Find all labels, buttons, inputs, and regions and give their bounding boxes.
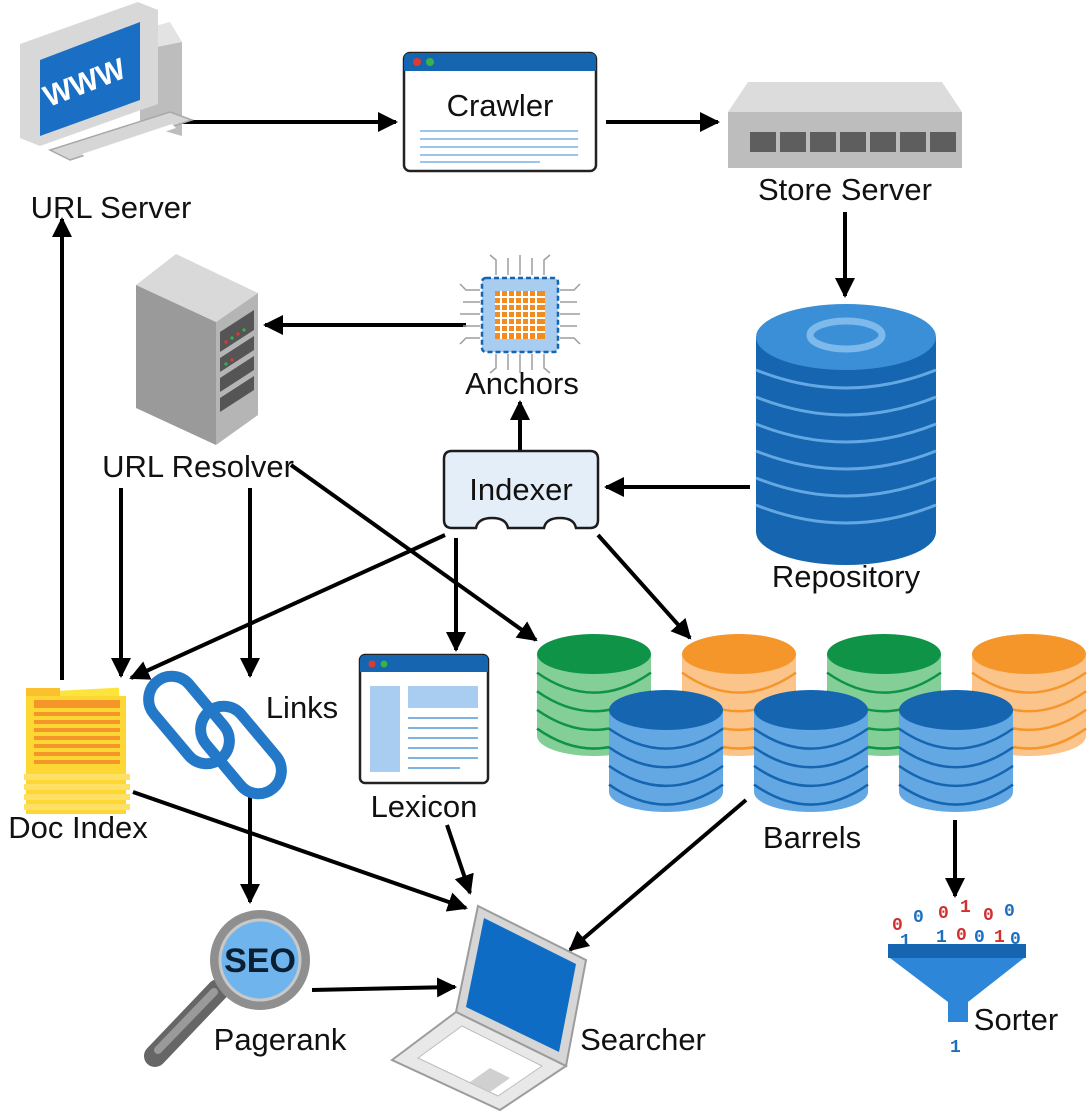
url-server-node[interactable]: WWW URL Server: [20, 2, 195, 225]
edge-indexer-to-barrels: [596, 533, 692, 640]
barrel-blue-2-icon: [753, 690, 869, 812]
crawler-node[interactable]: Crawler: [402, 51, 598, 173]
edge-doc-index-to-searcher: [132, 790, 468, 912]
document-stack-icon: [24, 687, 130, 814]
sorter-node[interactable]: 0 0 0 1 0 0 1 1 0 0 1 0 1 Sorter: [888, 898, 1058, 1058]
pagerank-label: Pagerank: [214, 1022, 347, 1057]
svg-text:0: 0: [983, 906, 994, 926]
laptop-icon: [390, 904, 588, 1112]
svg-text:1: 1: [950, 1038, 961, 1058]
anchors-node[interactable]: Anchors: [459, 254, 581, 401]
edges: [52, 112, 965, 998]
url-server-label: URL Server: [31, 190, 192, 225]
magnifier-icon: SEO: [144, 910, 310, 1067]
searcher-label: Searcher: [580, 1022, 706, 1057]
network-switch-icon: [728, 82, 962, 168]
chain-link-icon: [143, 670, 287, 800]
doc-index-label: Doc Index: [8, 810, 148, 845]
svg-text:0: 0: [938, 904, 949, 924]
svg-text:1: 1: [960, 898, 971, 918]
edge-pagerank-to-searcher: [311, 977, 457, 998]
server-tower-icon: [136, 254, 258, 445]
doc-index-node[interactable]: Doc Index: [8, 687, 148, 845]
svg-text:1: 1: [994, 928, 1005, 948]
anchors-label: Anchors: [465, 366, 579, 401]
url-resolver-node[interactable]: URL Resolver: [102, 254, 294, 484]
barrels-node[interactable]: Barrels: [536, 634, 1087, 855]
indexer-node[interactable]: Indexer: [442, 449, 600, 530]
edge-url-resolver-to-barrels: [289, 463, 538, 642]
edge-indexer-to-doc-index: [129, 533, 446, 680]
barrel-blue-1-icon: [608, 690, 724, 812]
url-resolver-label: URL Resolver: [102, 449, 294, 484]
lexicon-label: Lexicon: [371, 789, 478, 824]
barrel-database-group: [536, 634, 1087, 812]
edge-barrels-to-searcher: [568, 798, 748, 952]
links-node[interactable]: Links: [139, 667, 338, 803]
svg-text:0: 0: [892, 916, 903, 936]
edge-lexicon-to-searcher: [445, 824, 474, 895]
searcher-node[interactable]: Searcher: [390, 904, 706, 1112]
desktop-computer-icon: WWW: [20, 2, 195, 161]
barrel-blue-3-icon: [898, 690, 1014, 812]
svg-text:1: 1: [936, 928, 947, 948]
sorter-label: Sorter: [974, 1002, 1058, 1037]
funnel-icon: 0 0 0 1 0 0 1 1 0 0 1 0 1: [888, 898, 1026, 1058]
repository-node[interactable]: Repository: [755, 304, 937, 594]
store-server-node[interactable]: Store Server: [728, 82, 962, 207]
svg-text:1: 1: [900, 932, 911, 952]
svg-text:0: 0: [956, 926, 967, 946]
links-label: Links: [266, 690, 338, 725]
pagerank-node[interactable]: SEO Pagerank: [144, 910, 347, 1067]
svg-text:0: 0: [913, 908, 924, 928]
svg-text:0: 0: [974, 928, 985, 948]
processor-chip-icon: [459, 254, 581, 374]
browser-window-icon: [402, 51, 598, 173]
indexer-label: Indexer: [469, 472, 572, 507]
barrels-label: Barrels: [763, 820, 861, 855]
layout-window-icon: [358, 653, 490, 785]
svg-text:0: 0: [1004, 902, 1015, 922]
svg-text:0: 0: [1010, 930, 1021, 950]
crawler-label: Crawler: [447, 88, 554, 123]
database-stack-icon: [755, 304, 937, 565]
store-server-label: Store Server: [758, 172, 932, 207]
repository-label: Repository: [772, 559, 921, 594]
seo-text: SEO: [224, 942, 296, 980]
lexicon-node[interactable]: Lexicon: [358, 653, 490, 824]
puzzle-box-icon: [442, 449, 600, 530]
